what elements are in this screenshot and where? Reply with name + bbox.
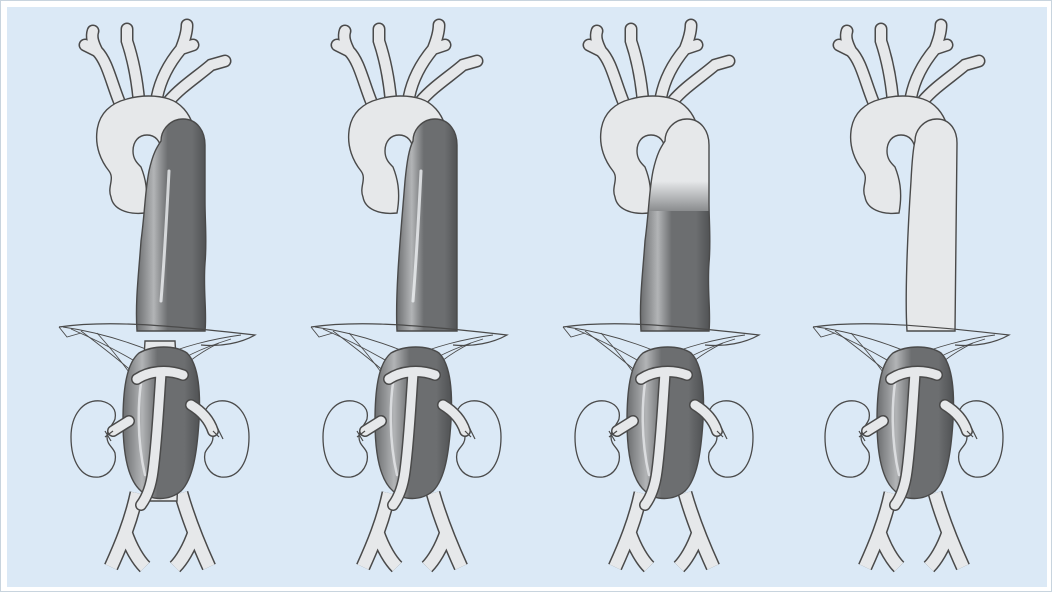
iliac-arteries: [363, 493, 461, 567]
descending-aorta: [136, 119, 205, 331]
right-kidney: [709, 401, 753, 477]
branch-vessel: [673, 61, 729, 101]
aorta-illustration: [41, 1, 271, 593]
left-kidney: [323, 401, 367, 477]
aorta-illustration: [293, 1, 523, 593]
left-kidney: [71, 401, 115, 477]
branch-vessel: [839, 31, 873, 101]
panel-1: [41, 1, 271, 593]
descending-aorta: [397, 119, 457, 331]
aorta-illustration: [795, 1, 1025, 593]
aorta-illustration: [545, 1, 775, 593]
branch-vessel: [337, 31, 371, 101]
branch-vessel: [923, 61, 979, 101]
thrombus-region: [136, 119, 205, 331]
right-kidney: [959, 401, 1003, 477]
iliac-arteries: [615, 493, 713, 567]
panel-3: [545, 1, 775, 593]
arch-branch-vessels: [589, 25, 729, 101]
thrombus-region: [397, 119, 457, 331]
left-kidney: [825, 401, 869, 477]
diaphragm-fiber: [817, 327, 905, 351]
left-kidney: [575, 401, 619, 477]
iliac-vessel: [363, 493, 461, 567]
right-kidney: [457, 401, 501, 477]
iliac-vessel: [865, 493, 963, 567]
panel-4: [795, 1, 1025, 593]
iliac-vessel: [615, 493, 713, 567]
iliac-arteries: [865, 493, 963, 567]
arch-branch-vessels: [85, 25, 225, 101]
right-kidney: [205, 401, 249, 477]
arch-branch-vessels: [337, 25, 477, 101]
branch-vessel: [589, 31, 623, 101]
arch-branch-vessels: [839, 25, 979, 101]
descending-aorta: [625, 119, 725, 341]
descending-aorta: [906, 119, 957, 331]
branch-vessel: [169, 61, 225, 101]
iliac-arteries: [111, 493, 209, 567]
branch-vessel: [421, 61, 477, 101]
diaphragm-fiber: [315, 327, 403, 351]
branch-vessel: [85, 31, 119, 101]
iliac-vessel: [111, 493, 209, 567]
panel-2: [293, 1, 523, 593]
